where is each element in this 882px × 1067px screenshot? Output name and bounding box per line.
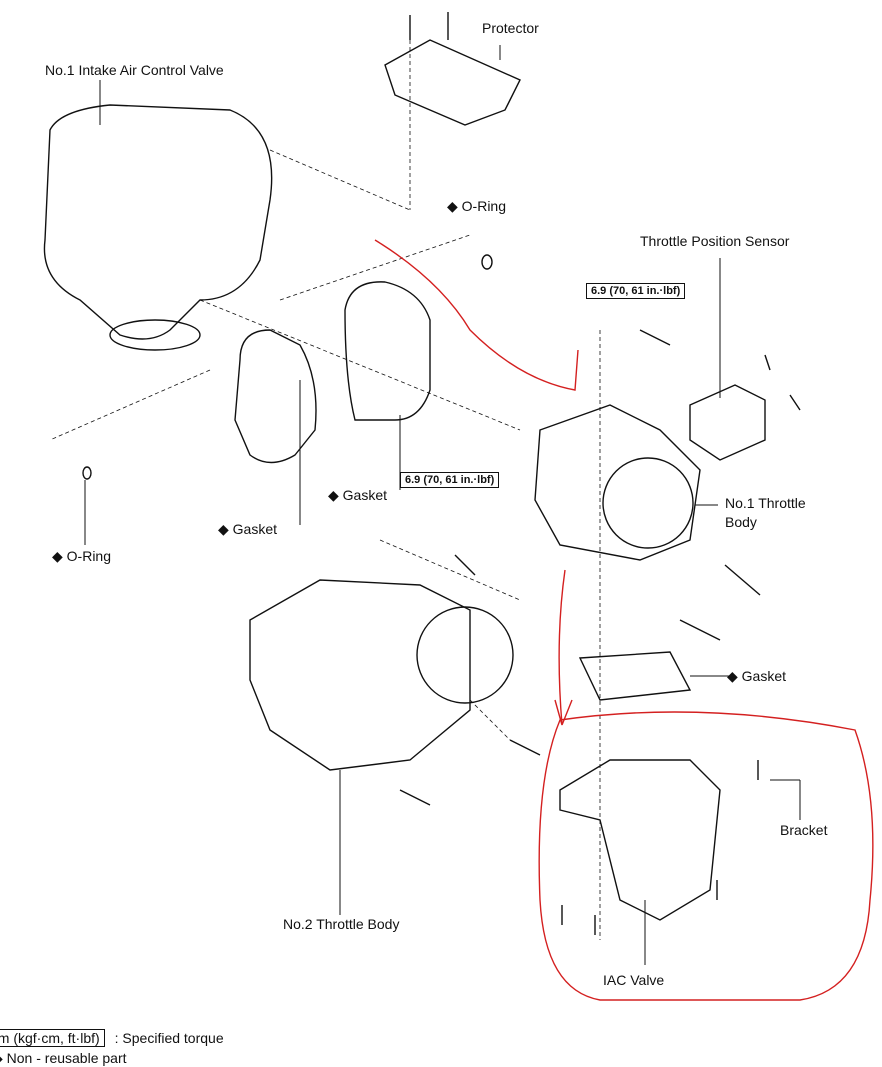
throttle-body-2-bore — [416, 606, 514, 704]
label-throttle-position-sensor: Throttle Position Sensor — [640, 233, 790, 249]
legend-torque: N·m (kgf·cm, ft·lbf) : Specified torque — [0, 1029, 224, 1047]
legend-torque-box: N·m (kgf·cm, ft·lbf) — [0, 1029, 105, 1047]
label-iac-valve: IAC Valve — [603, 972, 665, 988]
intake-air-control-valve-shape — [43, 104, 273, 340]
throttle-body-2-shape — [249, 579, 471, 771]
red-annotations — [374, 239, 874, 1001]
red-arrow-2 — [554, 569, 573, 726]
label-gasket-right: ◆ Gasket — [727, 668, 787, 684]
bolts — [399, 12, 801, 935]
torque-spec-1: 6.9 (70, 61 in.·lbf) — [586, 283, 686, 299]
label-oring-left: ◆ O-Ring — [52, 548, 112, 564]
label-oring-top: ◆ O-Ring — [447, 198, 507, 214]
label-throttle-body-1-b: Body — [725, 514, 757, 530]
red-highlight-circle — [538, 711, 874, 1001]
gasket-right-shape — [578, 651, 692, 701]
label-throttle-body-2: No.2 Throttle Body — [283, 916, 400, 932]
label-gasket-mid: ◆ Gasket — [328, 487, 388, 503]
gasket-mid-shape — [344, 281, 431, 421]
tps-shape — [689, 384, 766, 461]
label-throttle-body-1: No.1 Throttle — [725, 495, 806, 511]
protector-shape — [384, 39, 521, 126]
label-intake-air-control-valve: No.1 Intake Air Control Valve — [45, 62, 224, 78]
gasket-left-shape — [234, 329, 317, 464]
throttle-body-1-shape — [534, 404, 701, 561]
iac-valve-shape — [559, 759, 721, 921]
label-protector: Protector — [482, 20, 539, 36]
throttle-body-1-bore — [602, 457, 694, 549]
legend-nonreusable: ◆ Non - reusable part — [0, 1050, 127, 1066]
label-gasket-left: ◆ Gasket — [218, 521, 278, 537]
legend-torque-desc: : Specified torque — [114, 1030, 224, 1046]
label-bracket: Bracket — [780, 822, 828, 838]
torque-spec-2: 6.9 (70, 61 in.·lbf) — [400, 472, 500, 488]
red-arrow-1 — [374, 239, 579, 391]
